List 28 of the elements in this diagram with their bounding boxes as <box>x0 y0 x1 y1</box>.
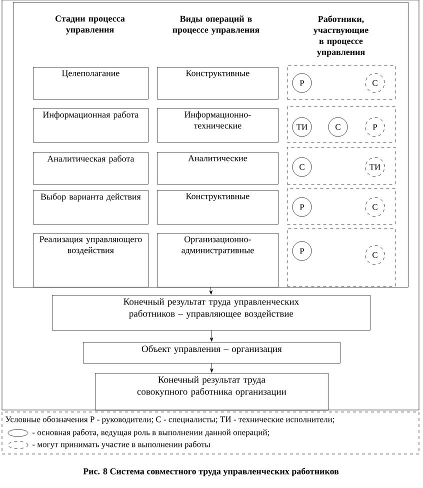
process-box: Организационно-административные <box>157 233 278 288</box>
process-box: Конструктивные <box>157 67 278 100</box>
process-box: Аналитические <box>157 152 278 184</box>
process-box: Целеполагание <box>33 67 148 100</box>
process-box: Информационная работа <box>33 108 148 142</box>
process-box: Конечный результат труда управленческих работников – управляющее воздействие <box>52 295 370 330</box>
process-box: Выбор варианта действия <box>33 190 148 224</box>
arrow <box>210 330 214 342</box>
dashed-box <box>287 228 396 286</box>
arrow <box>209 287 213 295</box>
dashed-box <box>287 65 396 100</box>
process-box: Конструктивные <box>157 190 278 224</box>
process-box: Реализация управляющего воздействия <box>33 233 148 288</box>
process-box: Конечный результат труда совокупного работника организации <box>95 373 328 410</box>
caption: Рис. 8 Система совместного труда управленческих работников <box>83 468 339 476</box>
dashed-box <box>287 106 396 142</box>
arrow <box>210 363 214 373</box>
dashed-box <box>287 147 396 184</box>
column-header: Работники, участвующие в процессе управления <box>313 16 368 57</box>
column-header: Виды операций в процессе управления <box>172 16 260 35</box>
process-box: Информационно-технические <box>157 108 278 142</box>
process-box: Аналитическая работа <box>33 152 148 184</box>
dashed-box <box>287 188 396 224</box>
legend-text: - могут принимать участие в выполнении работы <box>32 441 210 449</box>
legend-text: - основная работа, ведущая роль в выполнении данной операций; <box>32 429 269 437</box>
process-box: Объект управления – организация <box>83 342 340 364</box>
column-header: Стадии процесса управления <box>55 16 125 34</box>
frame-box <box>13 2 408 288</box>
